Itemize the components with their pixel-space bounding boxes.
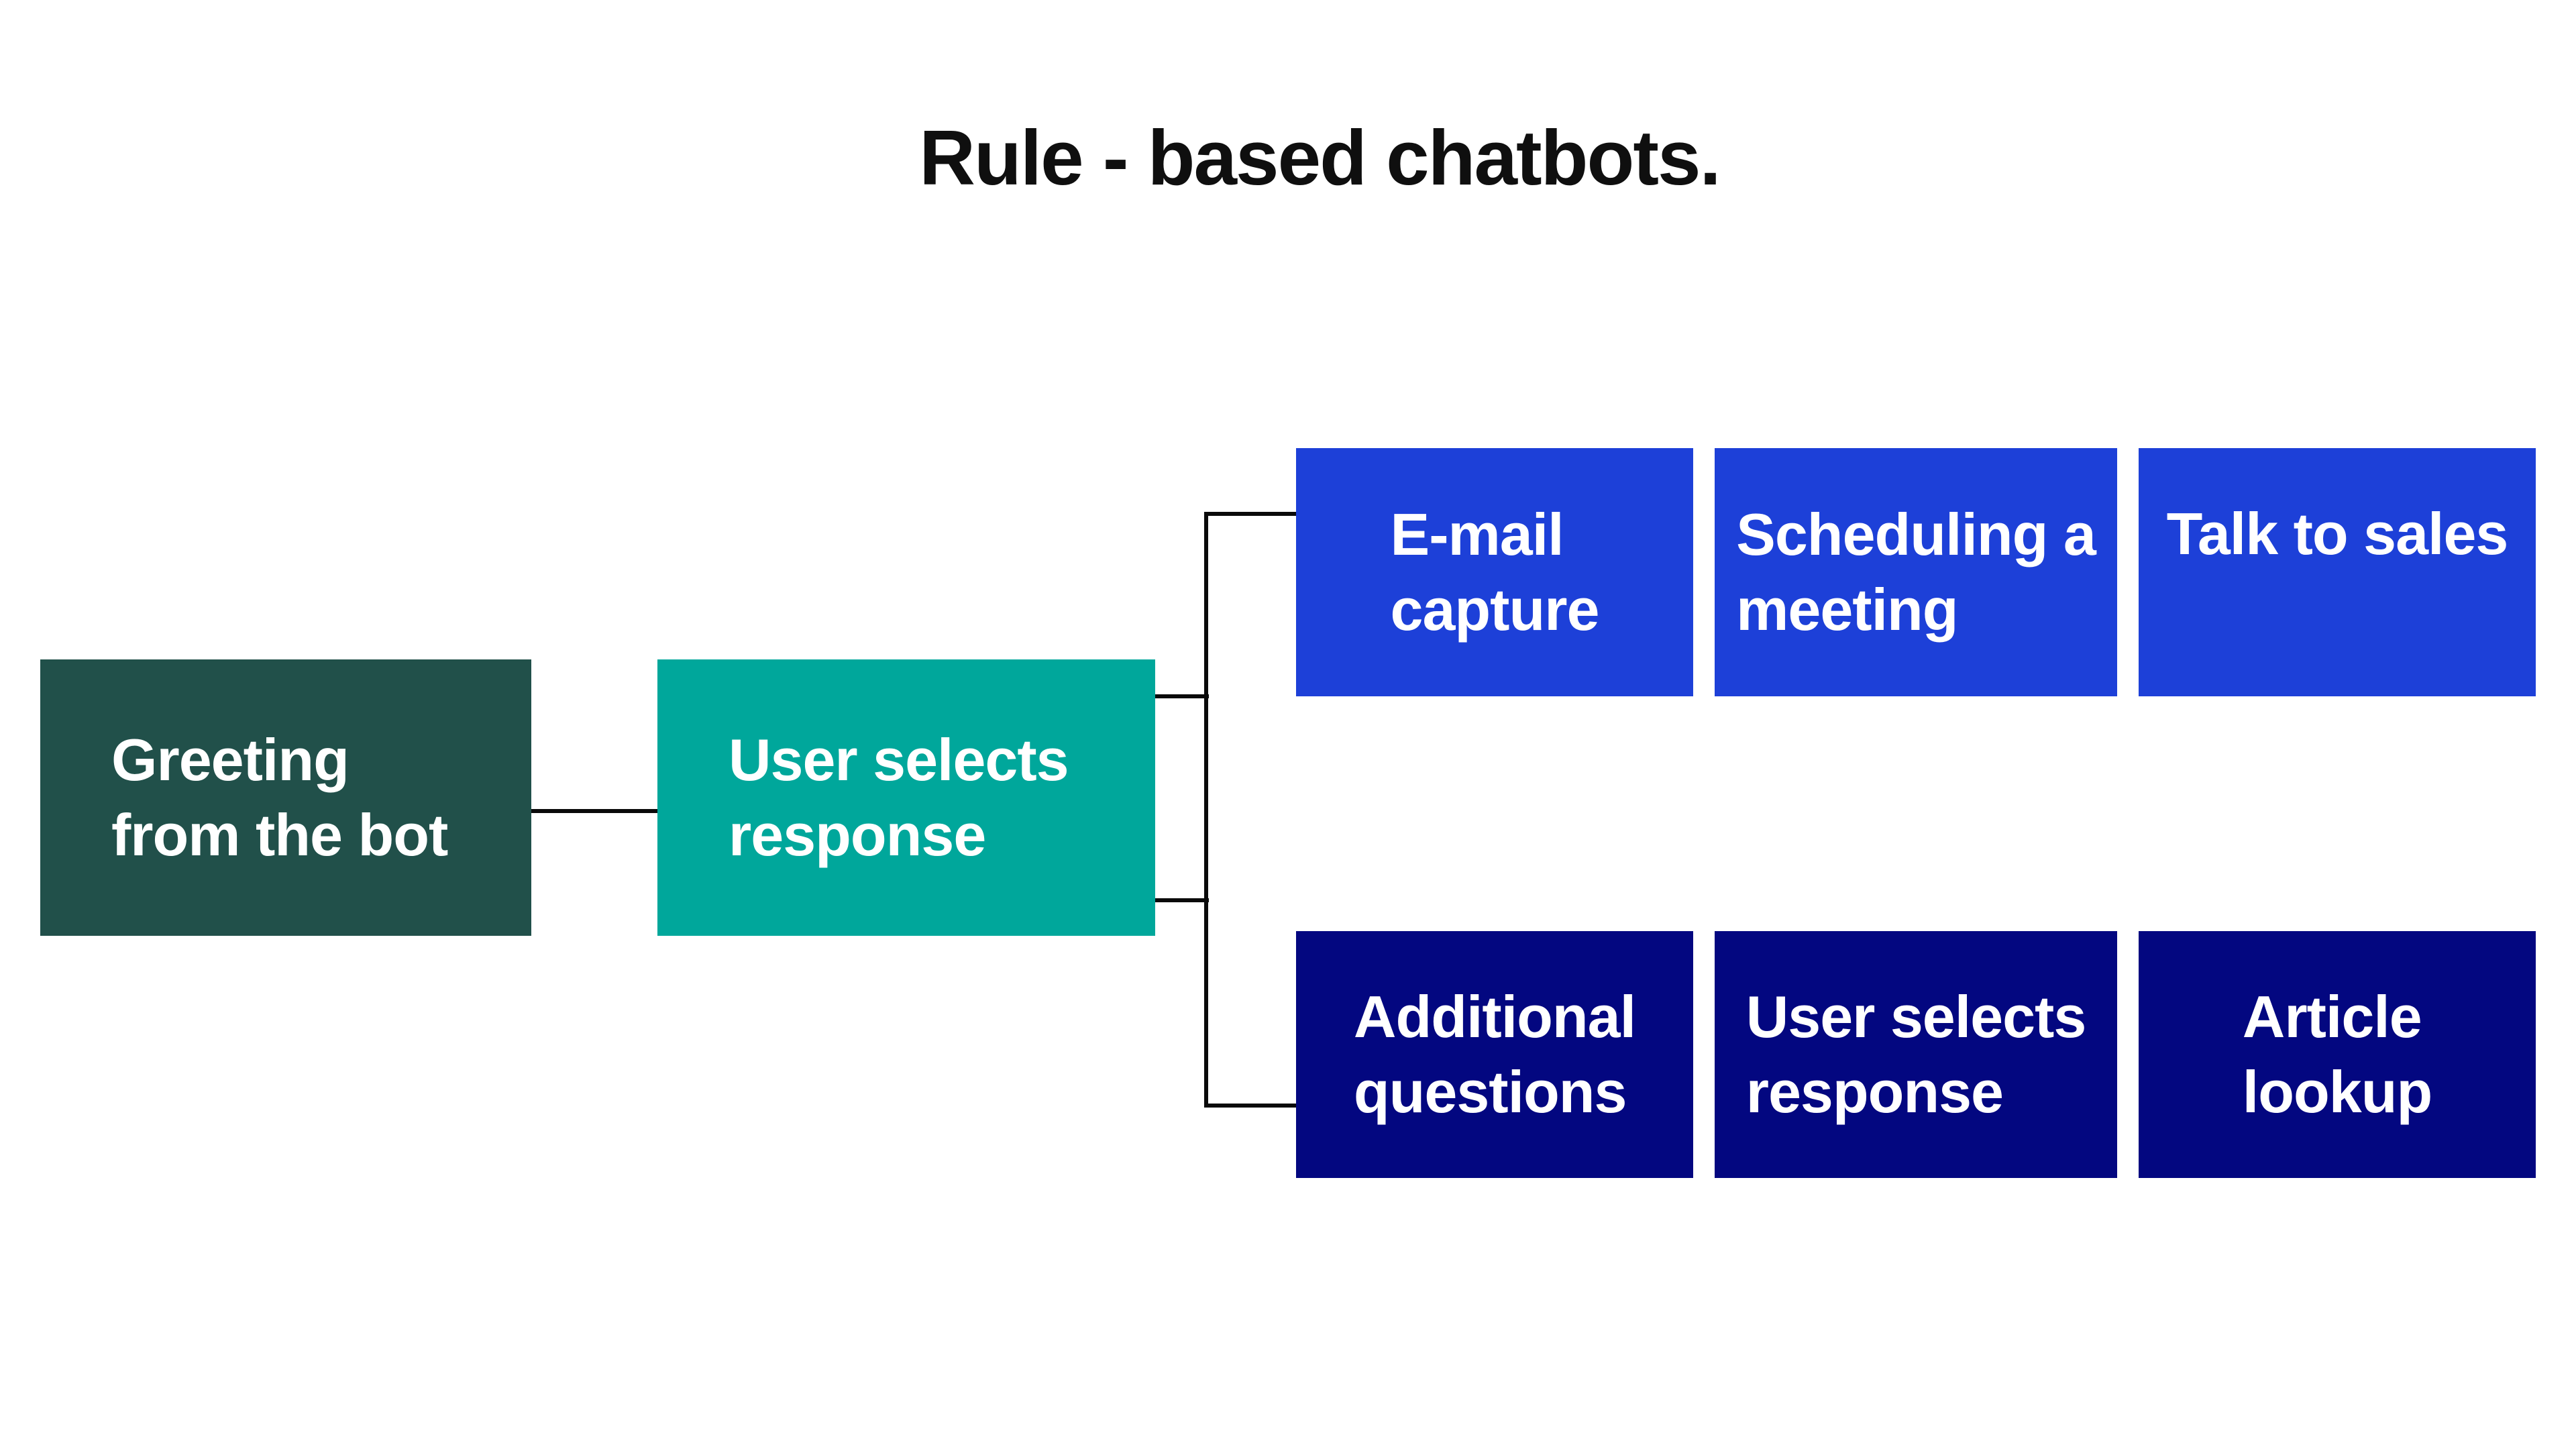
node-label: E-mail capture [1390,501,1600,643]
connector-branch-to-additional-questions [1204,1104,1296,1108]
node-user-selects-response-2: User selects response [1715,931,2117,1178]
page-title: Rule - based chatbots. [919,114,1721,201]
node-label: User selects response [729,727,1069,868]
connector-greeting-to-user-selects [531,809,657,813]
node-label: Scheduling a meeting [1736,501,2096,643]
node-label: Greeting from the bot [111,727,448,868]
node-label: Talk to sales [2166,500,2509,567]
connector-branch-vertical-line [1204,512,1208,1108]
connector-user-selects-lower-stub [1155,898,1209,902]
node-article-lookup: Article lookup [2139,931,2536,1178]
connector-user-selects-upper-stub [1155,694,1209,698]
node-email-capture: E-mail capture [1296,448,1693,696]
connector-branch-to-email-capture [1204,512,1296,516]
node-label: Additional questions [1353,983,1636,1125]
node-label: Article lookup [2242,983,2432,1125]
node-label: User selects response [1746,983,2087,1125]
node-scheduling-a-meeting: Scheduling a meeting [1715,448,2117,696]
node-greeting-from-the-bot: Greeting from the bot [40,659,531,936]
node-additional-questions: Additional questions [1296,931,1693,1178]
node-talk-to-sales: Talk to sales [2139,448,2536,696]
node-user-selects-response: User selects response [657,659,1155,936]
